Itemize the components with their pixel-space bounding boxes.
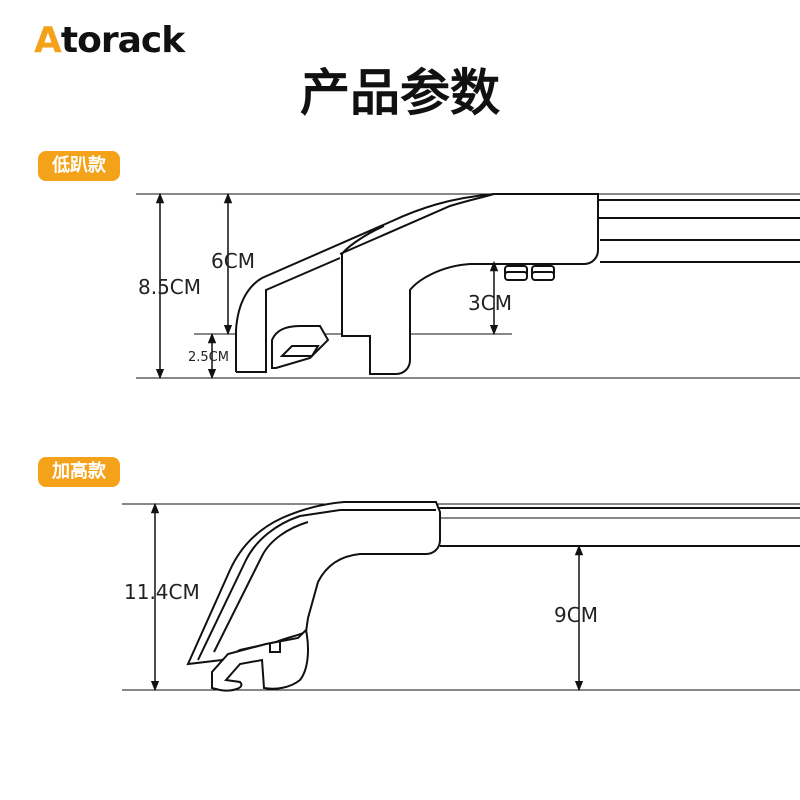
- low-dim-gap-label: 3CM: [468, 291, 512, 315]
- low-top-edge: [339, 193, 495, 255]
- high-body-inner: [197, 509, 436, 661]
- high-body-shell: [186, 501, 441, 666]
- raised-diagram: [122, 501, 800, 692]
- low-crossbar-shade: [600, 239, 800, 263]
- low-dim-body-label: 6CM: [211, 249, 255, 273]
- low-bolt-2b: [531, 271, 555, 281]
- low-clamp-inner: [279, 345, 320, 357]
- high-clamp: [211, 627, 309, 692]
- low-body-shell: [235, 193, 599, 375]
- logo-text: torack: [60, 20, 185, 61]
- low-dim-total-label: 8.5CM: [138, 275, 201, 299]
- low-body-inner: [236, 257, 341, 373]
- low-bolt-1b: [504, 271, 528, 281]
- logo-letter-a: A: [34, 20, 62, 61]
- brand-logo: Atorack: [34, 18, 185, 64]
- high-dim-bar-label: 9CM: [554, 603, 598, 627]
- low-crossbar: [595, 199, 800, 219]
- page-title: 产品参数: [300, 64, 500, 122]
- high-clamp-detail: [269, 642, 281, 653]
- low-dim-clearance-label: 2.5CM: [188, 350, 229, 365]
- section-badge-low: 低趴款: [38, 151, 120, 181]
- high-dim-total-label: 11.4CM: [124, 580, 200, 604]
- high-body-mid: [213, 521, 309, 653]
- low-profile-diagram: [136, 192, 800, 380]
- section-badge-high: 加高款: [38, 457, 120, 487]
- high-crossbar: [438, 507, 800, 547]
